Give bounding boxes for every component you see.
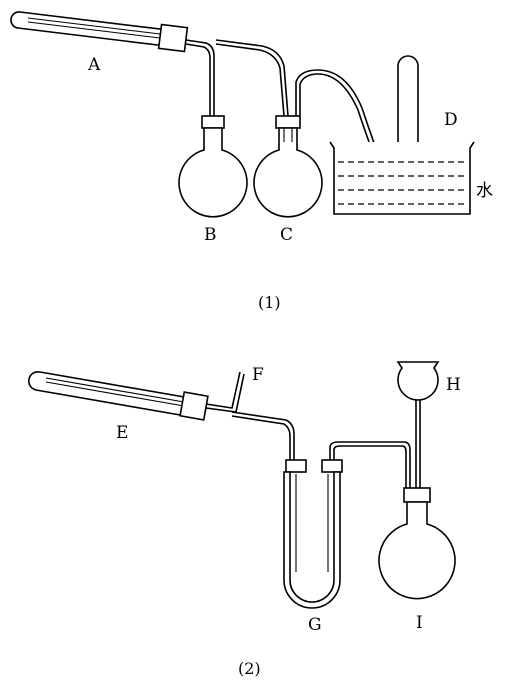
test-tube-e: [27, 370, 191, 417]
tube-g-to-i: [329, 441, 411, 490]
figure-2: E F G H I (2): [27, 361, 461, 678]
connecting-tube-b-c: [215, 39, 289, 117]
label-g: G: [308, 615, 322, 635]
label-i: I: [416, 613, 423, 633]
caption-figure-2: (2): [238, 659, 261, 678]
label-e: E: [116, 423, 128, 443]
caption-figure-1: (1): [258, 293, 281, 312]
label-a: A: [87, 55, 101, 75]
delivery-tube-a-b: [185, 39, 215, 116]
flask-i: [378, 487, 456, 600]
label-d: D: [444, 110, 458, 130]
u-tube-g: [283, 459, 343, 609]
tube-f: [205, 371, 241, 409]
flask-c: [253, 115, 323, 218]
delivery-tube-e-g: [231, 411, 295, 462]
label-b: B: [204, 225, 217, 245]
water-trough-d: [329, 141, 475, 215]
stopper-e: [179, 391, 209, 421]
label-h: H: [446, 375, 461, 395]
label-water: 水: [476, 181, 493, 201]
test-tube-a: [10, 11, 169, 47]
label-c: C: [280, 225, 293, 245]
label-f: F: [252, 365, 264, 385]
figure-1: A B C D 水 (1): [10, 11, 493, 312]
flask-b: [178, 115, 248, 218]
stopper-a: [157, 23, 189, 53]
